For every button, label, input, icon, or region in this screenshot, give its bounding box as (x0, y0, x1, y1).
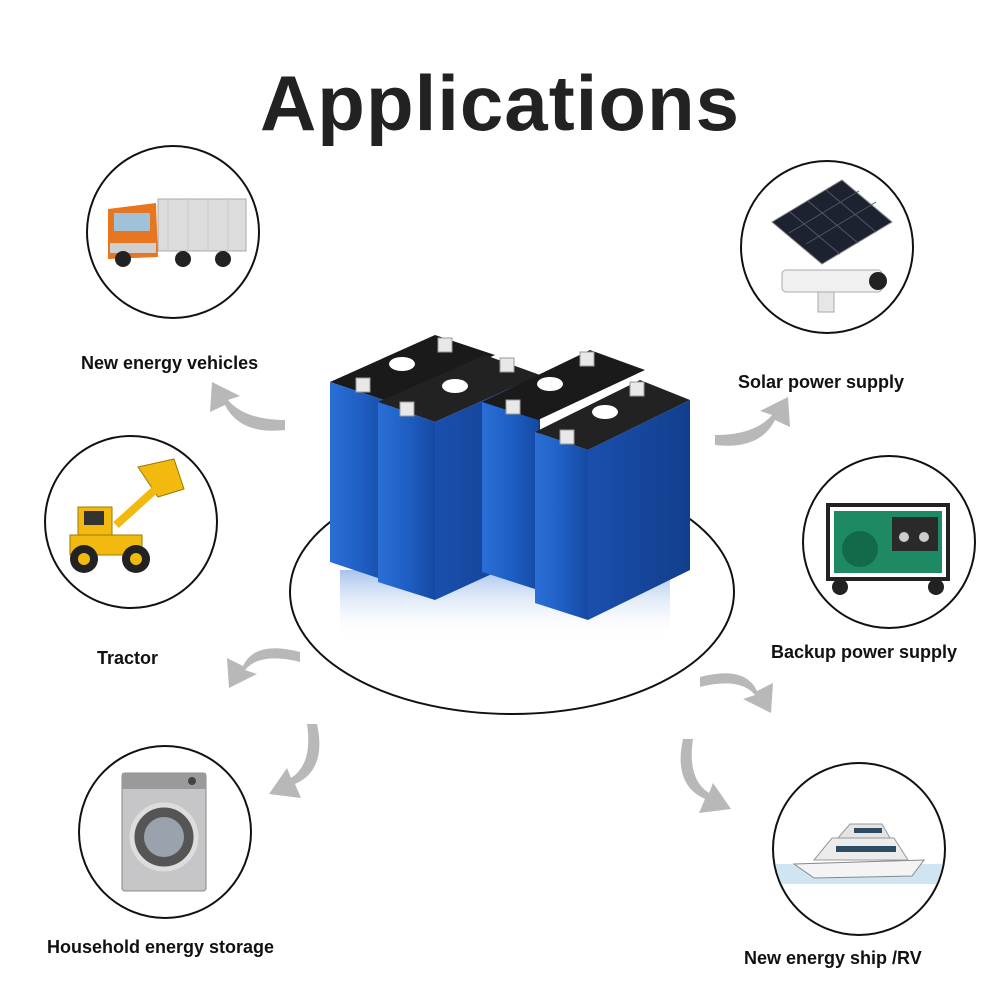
generator-icon (826, 503, 950, 595)
label-solar-power-supply: Solar power supply (738, 372, 905, 392)
label-new-energy-vehicles: New energy vehicles (81, 353, 259, 373)
arrow-left-bottom-icon (269, 724, 320, 798)
wheel-loader-icon (69, 458, 185, 573)
label-household-energy-storage: Household energy storage (47, 937, 275, 957)
page-title: Applications (259, 59, 741, 147)
arrow-right-top-icon (715, 397, 790, 446)
arrow-right-bottom-icon (680, 739, 731, 813)
app-circle-tractor (44, 435, 218, 609)
label-tractor: Tractor (97, 648, 159, 668)
app-circle-backup (802, 455, 976, 629)
truck-icon (108, 198, 247, 267)
arrow-right-mid-icon (700, 673, 773, 713)
app-circle-ship (772, 762, 946, 936)
app-circle-household (78, 745, 252, 919)
label-new-energy-ship: New energy ship /RV (744, 948, 922, 968)
label-backup-power-supply: Backup power supply (771, 642, 958, 662)
arrow-left-top-icon (210, 382, 285, 431)
arrow-left-mid-icon (227, 648, 300, 688)
washing-machine-icon (121, 772, 207, 892)
solar-camera-icon (771, 179, 893, 313)
yacht-icon (774, 823, 944, 884)
app-circle-vehicles (86, 145, 260, 319)
app-circle-solar (740, 160, 914, 334)
battery-cells-image (330, 335, 690, 640)
